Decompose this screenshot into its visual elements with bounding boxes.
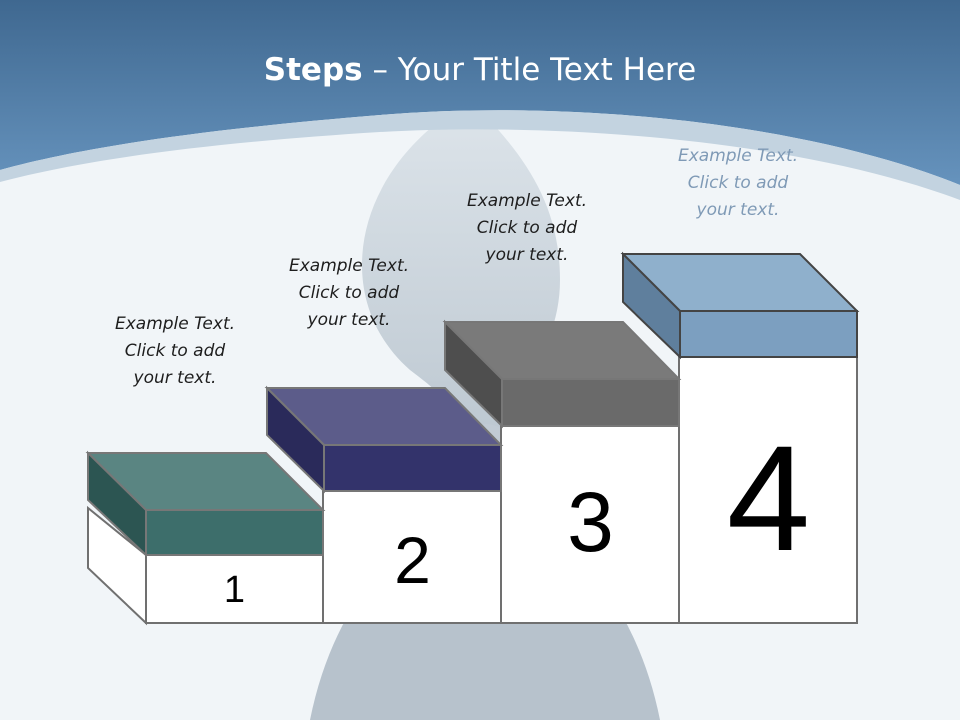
caption-line: your text.: [133, 368, 217, 388]
caption-line: Example Text.: [466, 191, 588, 211]
caption-line: Click to add: [124, 341, 226, 361]
header-band: [0, 0, 960, 185]
caption-line: your text.: [307, 310, 391, 330]
slide-title[interactable]: Steps – Your Title Text Here: [0, 52, 960, 88]
step-2-caption[interactable]: Example Text. Click to add your text.: [254, 253, 444, 334]
step-4-block[interactable]: [620, 251, 860, 360]
step-1-number: 1: [223, 569, 246, 611]
header-swoosh: [0, 110, 960, 200]
step-3-caption[interactable]: Example Text. Click to add your text.: [432, 188, 622, 269]
step-3-number: 3: [567, 475, 614, 569]
caption-line: Click to add: [476, 218, 578, 238]
step-4-caption[interactable]: Example Text. Click to add your text.: [643, 143, 833, 224]
step-1-block[interactable]: [85, 450, 326, 558]
step-2-block[interactable]: [264, 385, 504, 494]
caption-line: your text.: [485, 245, 569, 265]
step-2-number: 2: [394, 523, 431, 597]
step-4-number: 4: [726, 414, 811, 582]
caption-line: your text.: [696, 200, 780, 220]
caption-line: Click to add: [687, 173, 789, 193]
caption-line: Example Text.: [114, 314, 236, 334]
title-rest: – Your Title Text Here: [362, 52, 697, 88]
caption-line: Example Text.: [677, 146, 799, 166]
title-bold: Steps: [263, 52, 363, 88]
caption-line: Click to add: [298, 283, 400, 303]
step-3-block[interactable]: [442, 319, 682, 429]
step-1-caption[interactable]: Example Text. Click to add your text.: [80, 311, 270, 392]
caption-line: Example Text.: [288, 256, 410, 276]
